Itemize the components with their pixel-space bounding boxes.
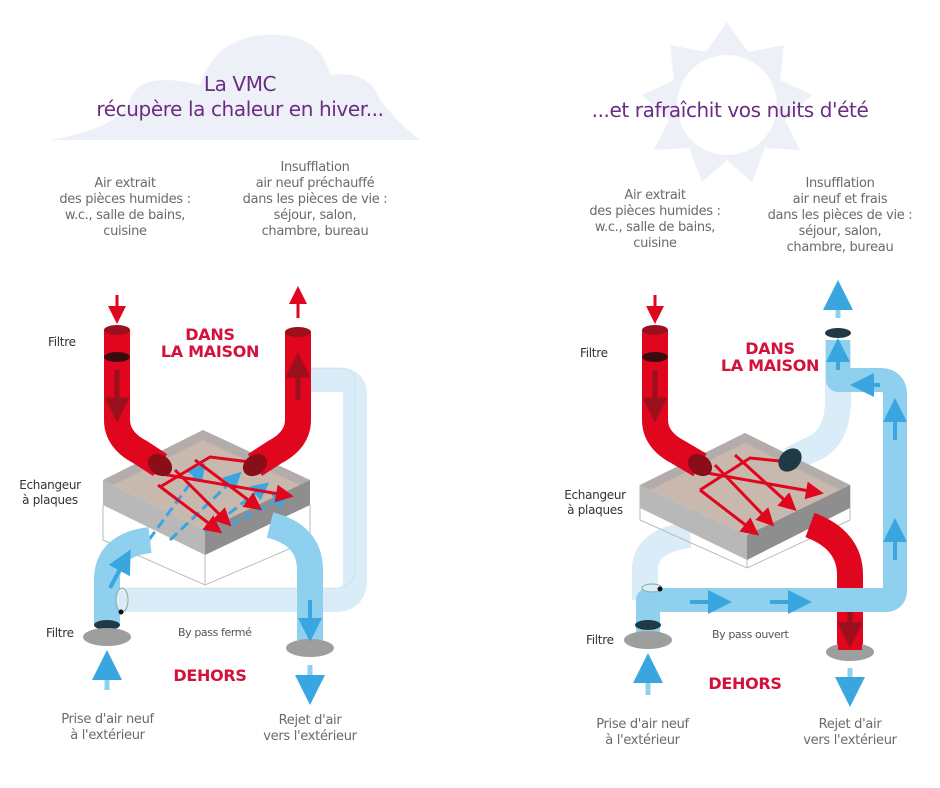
filter-icon [642,352,668,362]
intake-grille [83,628,131,646]
winter-extracted-air-label: Air extrait des pièces humides : w.c., s… [59,176,191,239]
winter-outside-zone: DEHORS [173,666,247,685]
intake-grille [624,631,672,649]
exhaust-grille [286,639,334,657]
bypass-duct [636,340,907,640]
summer-outside-zone: DEHORS [708,674,782,693]
winter-title: La VMC récupère la chaleur en hiver... [96,72,384,121]
winter-filter-bottom-label: Filtre [46,626,74,640]
cloud-icon [50,34,420,140]
summer-bypass-label: By pass ouvert [712,628,789,641]
winter-filter-top-label: Filtre [48,335,76,349]
exhaust-duct [266,512,323,640]
summer-filter-bottom-label: Filtre [586,633,614,647]
summer-exchanger-label: Echangeur à plaques [564,488,626,517]
exchanger-top [640,433,850,535]
summer-fresh-intake-label: Prise d'air neuf à l'extérieur [596,717,689,748]
winter-fresh-intake-label: Prise d'air neuf à l'extérieur [61,712,154,743]
summer-supply-air-label: Insufflation air neuf et frais dans les … [767,176,913,255]
filter-icon [104,352,130,362]
summer-exhaust-label: Rejet d'air vers l'extérieur [803,717,897,748]
winter-panel [50,34,420,705]
winter-exhaust-label: Rejet d'air vers l'extérieur [263,713,357,744]
exhaust-duct [804,512,863,650]
winter-supply-air-label: Insufflation air neuf préchauffé dans le… [242,160,388,239]
summer-inside-zone: DANS LA MAISON [720,339,820,375]
summer-panel [624,22,907,707]
winter-exchanger-label: Echangeur à plaques [19,478,81,507]
winter-bypass-label: By pass fermé [178,626,252,639]
summer-extracted-air-label: Air extrait des pièces humides : w.c., s… [589,188,721,251]
summer-filter-top-label: Filtre [580,346,608,360]
winter-inside-zone: DANS LA MAISON [160,325,260,361]
summer-title: ...et rafraîchit vos nuits d'été [591,98,869,122]
extract-duct [642,330,707,477]
supply-duct [247,332,311,476]
